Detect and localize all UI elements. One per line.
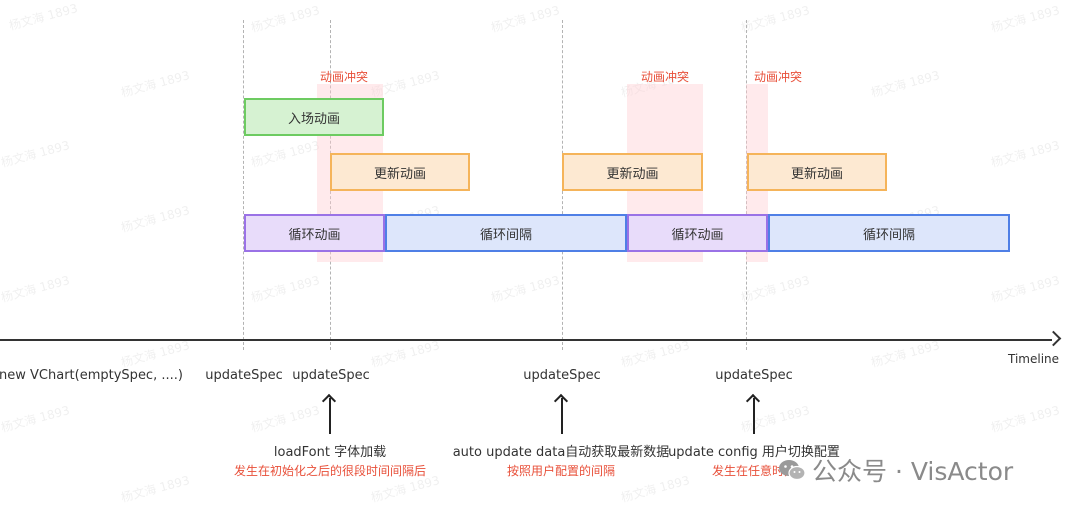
watermark: 杨文海 1893 <box>869 68 942 100</box>
trigger-subtitle: 按照用户配置的间隔 <box>506 464 616 478</box>
trigger-note: loadFont 字体加载 发生在初始化之后的很段时间间隔后 <box>234 444 426 480</box>
conflict-label: 动画冲突 <box>754 70 803 84</box>
enter-animation-bar: 入场动画 <box>244 98 384 136</box>
watermark: 杨文海 1893 <box>249 138 322 170</box>
loop-interval-bar: 循环间隔 <box>768 214 1010 252</box>
watermark: 杨文海 1893 <box>249 403 322 435</box>
up-arrow-icon <box>745 393 761 434</box>
update-animation-bar: 更新动画 <box>330 153 470 191</box>
brand-watermark: 公众号 · VisActor <box>778 452 1013 488</box>
update-animation-bar: 更新动画 <box>562 153 703 191</box>
trigger-note: update config 用户切换配置 发生在任意时刻 <box>668 444 840 480</box>
trigger-note: auto update data自动获取最新数据 按照用户配置的间隔 <box>453 444 670 480</box>
watermark: 杨文海 1893 <box>249 273 322 305</box>
event-label: updateSpec <box>715 368 793 383</box>
up-arrow-icon <box>321 393 337 434</box>
watermark: 杨文海 1893 <box>249 3 322 35</box>
watermark: 杨文海 1893 <box>989 403 1062 435</box>
watermark: 杨文海 1893 <box>739 403 812 435</box>
update-animation-bar: 更新动画 <box>747 153 887 191</box>
loop-animation-bar: 循环动画 <box>627 214 768 252</box>
loop-interval-bar: 循环间隔 <box>385 214 627 252</box>
guide-line <box>243 20 244 350</box>
wechat-icon <box>779 460 806 481</box>
loop-animation-bar: 循环动画 <box>244 214 385 252</box>
conflict-label: 动画冲突 <box>641 70 690 84</box>
watermark: 杨文海 1893 <box>989 138 1062 170</box>
event-label: updateSpec <box>523 368 601 383</box>
trigger-subtitle: 发生在初始化之后的很段时间间隔后 <box>233 464 427 478</box>
watermark: 杨文海 1893 <box>0 273 72 305</box>
trigger-title: loadFont 字体加载 <box>273 445 387 460</box>
trigger-subtitle: 发生在任意时刻 <box>711 464 797 478</box>
event-label: new VChart(emptySpec, ....) <box>0 368 183 383</box>
bar-label: 循环间隔 <box>862 227 915 243</box>
watermark: 杨文海 1893 <box>989 273 1062 305</box>
watermark: 杨文海 1893 <box>619 338 692 370</box>
watermark: 杨文海 1893 <box>489 3 562 35</box>
trigger-title: auto update data自动获取最新数据 <box>452 445 670 460</box>
event-label: updateSpec <box>292 368 370 383</box>
watermark: 杨文海 1893 <box>119 68 192 100</box>
watermark: 杨文海 1893 <box>119 203 192 235</box>
watermark: 杨文海 1893 <box>739 273 812 305</box>
brand-name: 公众号 · VisActor <box>812 457 1014 486</box>
watermark: 杨文海 1893 <box>369 338 442 370</box>
bar-label: 循环动画 <box>671 227 724 243</box>
up-arrow-icon <box>553 393 569 434</box>
watermark: 杨文海 1893 <box>869 338 942 370</box>
event-label: updateSpec <box>205 368 283 383</box>
trigger-title: update config 用户切换配置 <box>668 445 840 460</box>
axis-arrow-icon <box>1045 330 1062 347</box>
watermark: 杨文海 1893 <box>119 473 192 505</box>
watermark: 杨文海 1893 <box>989 3 1062 35</box>
bar-label: 更新动画 <box>790 166 843 182</box>
watermark: 杨文海 1893 <box>119 338 192 370</box>
bar-label: 入场动画 <box>287 111 340 127</box>
watermark: 杨文海 1893 <box>0 403 72 435</box>
bar-label: 循环动画 <box>288 227 341 243</box>
watermark: 杨文海 1893 <box>0 138 72 170</box>
bar-label: 更新动画 <box>606 166 659 182</box>
timeline-axis <box>0 339 1052 341</box>
watermark: 杨文海 1893 <box>739 3 812 35</box>
conflict-label: 动画冲突 <box>320 70 369 84</box>
guide-line <box>746 20 747 350</box>
watermark: 杨文海 1893 <box>489 273 562 305</box>
bar-label: 循环间隔 <box>479 227 532 243</box>
bar-label: 更新动画 <box>373 166 426 182</box>
watermark: 杨文海 1893 <box>7 1 80 33</box>
axis-label: Timeline <box>1008 352 1060 366</box>
